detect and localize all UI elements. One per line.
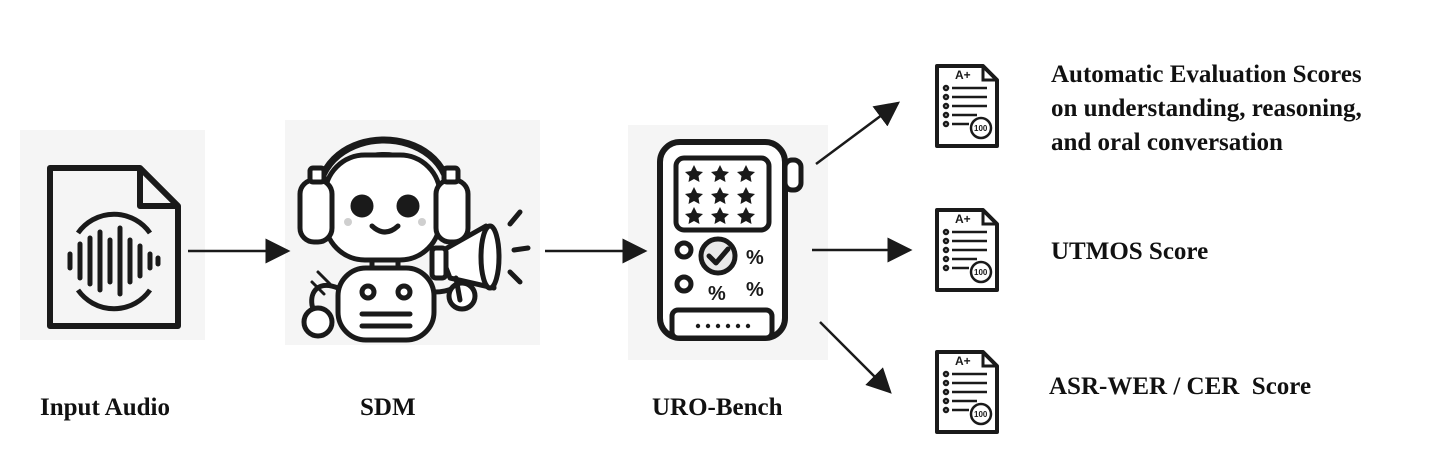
arrow-bench-to-auto-eval xyxy=(815,101,901,166)
utmos-line-1: UTMOS Score xyxy=(1051,238,1209,265)
robot-icon xyxy=(297,136,531,343)
asr-line-1: ASR-WER / CER Score xyxy=(1049,373,1312,400)
utmos-label: UTMOS Score xyxy=(1051,235,1208,269)
percent-glyph-1: % xyxy=(746,247,764,269)
report-icon-1: A+ 100 xyxy=(935,64,999,148)
arrow-bench-to-asr xyxy=(819,321,892,394)
flow-arrows xyxy=(188,101,913,394)
percent-glyphs: % % % xyxy=(708,247,764,305)
report-grade-2: A+ xyxy=(955,212,971,226)
report-grade-3: A+ xyxy=(955,354,971,368)
auto-eval-line-2: on understanding, reasoning, xyxy=(1051,95,1362,122)
audio-file-icon xyxy=(47,165,181,329)
report-score-3: 100 xyxy=(974,410,988,419)
percent-glyph-2: % xyxy=(708,283,726,305)
auto-eval-line-1: Automatic Evaluation Scores xyxy=(1051,61,1362,88)
report-icon-2: A+ 100 xyxy=(935,208,999,292)
report-score-2: 100 xyxy=(974,268,988,277)
sdm-label: SDM xyxy=(360,394,416,421)
report-score-1: 100 xyxy=(974,124,988,133)
uro-bench-label: URO-Bench xyxy=(652,394,783,421)
report-icon-3: A+ 100 xyxy=(935,350,999,434)
auto-eval-label: Automatic Evaluation Scores on understan… xyxy=(1051,58,1362,160)
asr-label: ASR-WER / CER Score xyxy=(1049,370,1311,404)
input-audio-label: Input Audio xyxy=(40,394,170,421)
report-grade-1: A+ xyxy=(955,68,971,82)
bench-device-icon xyxy=(657,139,804,341)
star-rating-icons xyxy=(685,165,755,224)
auto-eval-line-3: and oral conversation xyxy=(1051,129,1283,156)
percent-glyph-3: % xyxy=(746,279,764,301)
